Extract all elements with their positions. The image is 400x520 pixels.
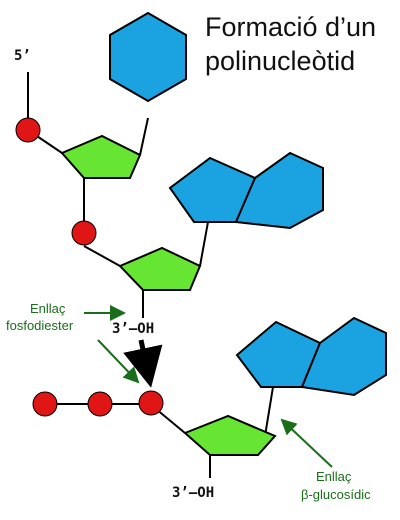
base-hexagon-3 (300, 316, 387, 397)
glycosidic-arrow (280, 418, 333, 468)
title-line-1: Formació d’un (205, 12, 376, 42)
sugar-pentagon-1 (60, 134, 142, 179)
phosphodiester-arrow-lower (97, 339, 140, 384)
glycosidic-label-line-1: Enllaç (316, 469, 352, 484)
phosphate-circle-1 (15, 117, 41, 143)
bond-glycosidic-2 (199, 221, 209, 267)
base-hexagon-2 (234, 151, 324, 230)
phosphodiester-label-line-1: Enllaç (30, 301, 66, 316)
base-pentagon-3 (235, 320, 322, 388)
phosphate-circle-3a (32, 391, 58, 417)
sugar-pentagon-2 (118, 246, 202, 291)
phosphate-circle-2 (71, 220, 97, 246)
phosphate-circle-3b (87, 391, 113, 417)
bond-glycosidic-1 (139, 117, 149, 156)
title-line-2: polinucleòtid (205, 46, 355, 76)
base-pentagon-2 (168, 156, 257, 223)
glycosidic-label-line-2: β-glucosídic (301, 487, 371, 502)
three-oh-lower-label: 3’–OH (172, 485, 214, 501)
nucleotide-3 (32, 316, 387, 478)
sugar-pentagon-3 (183, 414, 277, 456)
nucleotide-2 (71, 151, 324, 318)
base-hexagon-1 (109, 11, 187, 103)
phosphate-circle-3c (138, 390, 164, 416)
phosphodiester-label-line-2: fosfodiester (6, 318, 74, 333)
bond-phosphate-sugar-2 (83, 245, 121, 267)
bond-glycosidic-3 (264, 386, 274, 437)
nucleotide-1 (15, 11, 187, 222)
five-prime-label: 5’ (14, 48, 31, 64)
reaction-arrow (123, 339, 163, 388)
three-oh-upper-label: 3’–OH (112, 321, 154, 337)
